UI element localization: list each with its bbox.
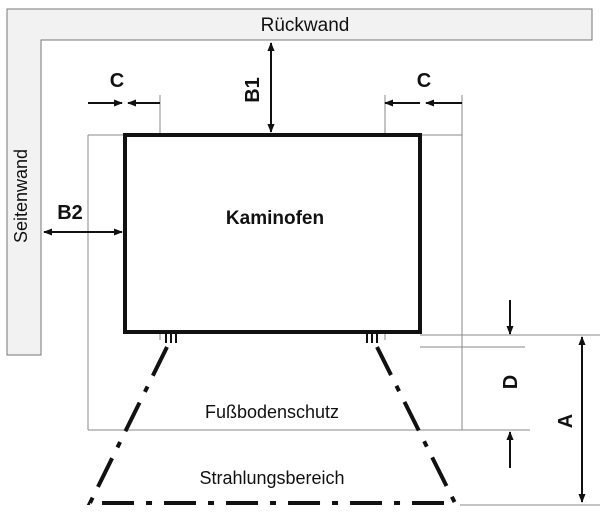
stove-label: Kaminofen <box>226 208 324 229</box>
d-label: D <box>500 375 522 389</box>
floor-protection-label: Fußbodenschutz <box>205 402 339 422</box>
side-wall-label: Seitenwand <box>11 149 31 243</box>
rear-and-side-wall <box>6 8 593 356</box>
radiation-area-label: Strahlungsbereich <box>199 468 344 488</box>
stove-body <box>123 133 422 334</box>
b1-label: B1 <box>242 77 264 103</box>
c-left-label: C <box>110 70 124 92</box>
rear-wall-label: Rückwand <box>261 15 350 36</box>
radiation-area-outline <box>86 346 459 505</box>
dimension-arrows <box>43 42 586 503</box>
b2-label: B2 <box>57 202 83 224</box>
c-right-label: C <box>417 70 431 92</box>
a-label: A <box>555 414 577 428</box>
stove-feet <box>165 333 378 343</box>
